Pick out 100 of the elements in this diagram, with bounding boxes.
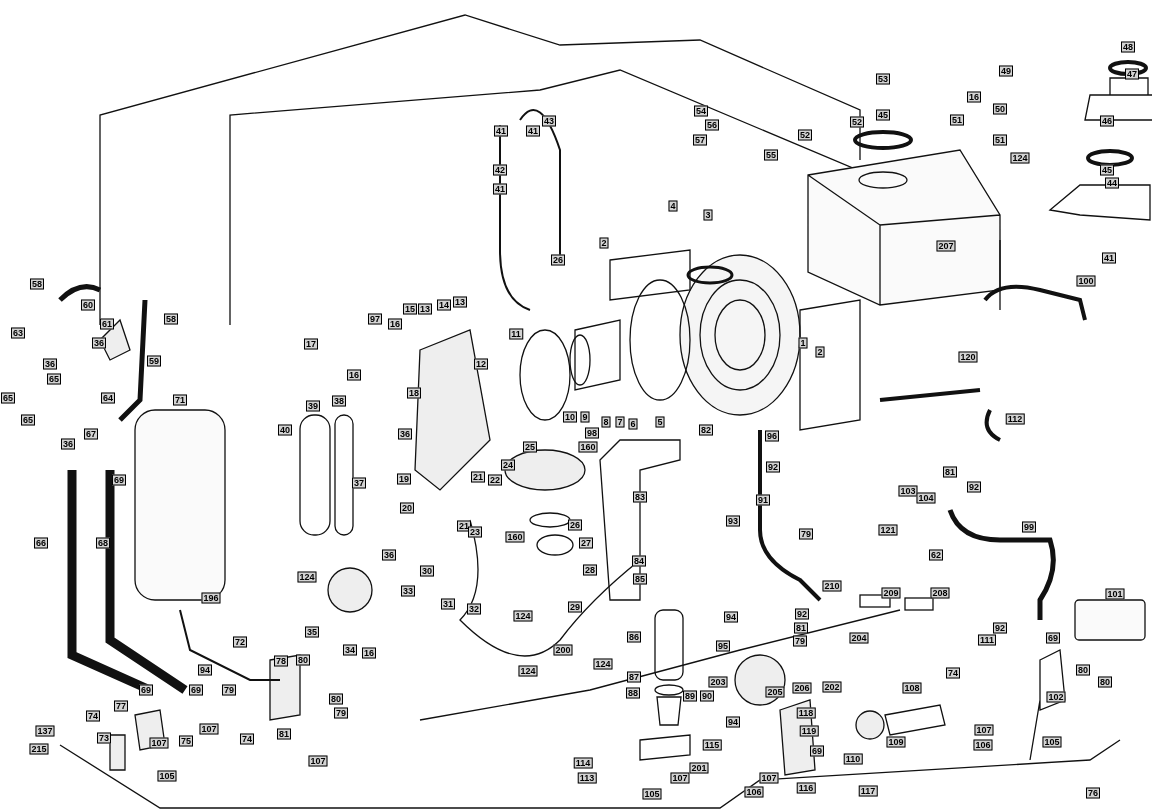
callout-number: 207 [936,240,956,252]
callout-number: 81 [794,622,808,634]
callout-number: 124 [513,610,533,622]
callout-number: 105 [1042,736,1062,748]
callout-number: 41 [493,183,507,195]
callout-number: 95 [716,640,730,652]
callout-number: 124 [518,665,538,677]
callout-number: 112 [1005,413,1025,425]
callout-number: 65 [21,414,35,426]
callout-number: 60 [81,299,95,311]
callout-number: 74 [240,733,254,745]
callout-number: 46 [1100,115,1114,127]
callout-number: 97 [368,313,382,325]
callout-number: 120 [958,351,978,363]
callout-number: 200 [553,644,573,656]
callout-number: 84 [632,555,646,567]
callout-number: 101 [1105,588,1125,600]
callout-number: 69 [139,684,153,696]
callout-number: 80 [1098,676,1112,688]
callout-number: 160 [505,531,525,543]
callout-number: 208 [930,587,950,599]
callout-number: 81 [943,466,957,478]
callout-number: 54 [694,105,708,117]
callout-number: 69 [810,745,824,757]
callout-number: 80 [1076,664,1090,676]
callout-number: 17 [304,338,318,350]
callout-number: 117 [858,785,878,797]
callout-number: 59 [147,355,161,367]
callout-number: 3 [703,209,713,221]
callout-number: 106 [973,739,993,751]
callout-number: 26 [568,519,582,531]
callout-number: 14 [437,299,451,311]
callout-number: 12 [474,358,488,370]
callout-number: 9 [580,411,590,423]
callout-number: 30 [420,565,434,577]
callout-number: 107 [308,755,328,767]
callout-number: 69 [189,684,203,696]
callout-number: 71 [173,394,187,406]
callout-number: 45 [876,109,890,121]
callout-number: 96 [765,430,779,442]
callout-number: 27 [579,537,593,549]
callout-number: 121 [878,524,898,536]
callout-number: 50 [993,103,1007,115]
callout-number: 20 [400,502,414,514]
callout-number: 2 [599,237,609,249]
callout-number: 8 [601,416,611,428]
callout-number: 104 [916,492,936,504]
callout-number: 38 [332,395,346,407]
callout-number: 36 [61,438,75,450]
callout-number: 89 [683,690,697,702]
callout-number: 124 [593,658,613,670]
callout-number: 24 [501,459,515,471]
callout-number: 85 [633,573,647,585]
callout-number: 91 [756,494,770,506]
callout-number: 18 [407,387,421,399]
callout-number: 124 [1010,152,1030,164]
callout-number: 22 [488,474,502,486]
callout-number: 32 [467,603,481,615]
callout-number: 75 [179,735,193,747]
callout-number: 110 [843,753,863,765]
callout-number: 204 [849,632,869,644]
callout-number: 107 [974,724,994,736]
callout-number: 107 [149,737,169,749]
callout-number: 6 [628,418,638,430]
callout-number: 106 [744,786,764,798]
callout-number: 119 [799,725,819,737]
callout-number: 45 [1100,164,1114,176]
callout-number: 61 [100,318,114,330]
callout-number: 124 [297,571,317,583]
callout-number: 62 [929,549,943,561]
callout-number: 115 [702,739,722,751]
callout-number: 57 [693,134,707,146]
callout-number: 82 [699,424,713,436]
callout-number: 64 [101,392,115,404]
callout-number: 105 [157,770,177,782]
callout-number: 68 [96,537,110,549]
callout-number: 66 [34,537,48,549]
callout-number: 34 [343,644,357,656]
callout-number: 31 [441,598,455,610]
callout-number: 29 [568,601,582,613]
callout-number: 137 [35,725,55,737]
callout-number: 103 [898,485,918,497]
callout-number: 11 [509,328,523,340]
callout-number: 118 [796,707,816,719]
callout-number: 33 [401,585,415,597]
callout-number: 25 [523,441,537,453]
callout-number: 79 [222,684,236,696]
callout-number: 13 [418,303,432,315]
callout-number: 81 [277,728,291,740]
callout-number: 47 [1125,68,1139,80]
callout-number: 113 [577,772,597,784]
callout-number: 109 [886,736,906,748]
callout-number: 86 [627,631,641,643]
callout-number: 19 [397,473,411,485]
callout-number: 79 [793,635,807,647]
callout-number: 93 [726,515,740,527]
callout-number: 99 [1022,521,1036,533]
callout-number: 90 [700,690,714,702]
callout-number: 215 [29,743,49,755]
callout-number: 44 [1105,177,1119,189]
